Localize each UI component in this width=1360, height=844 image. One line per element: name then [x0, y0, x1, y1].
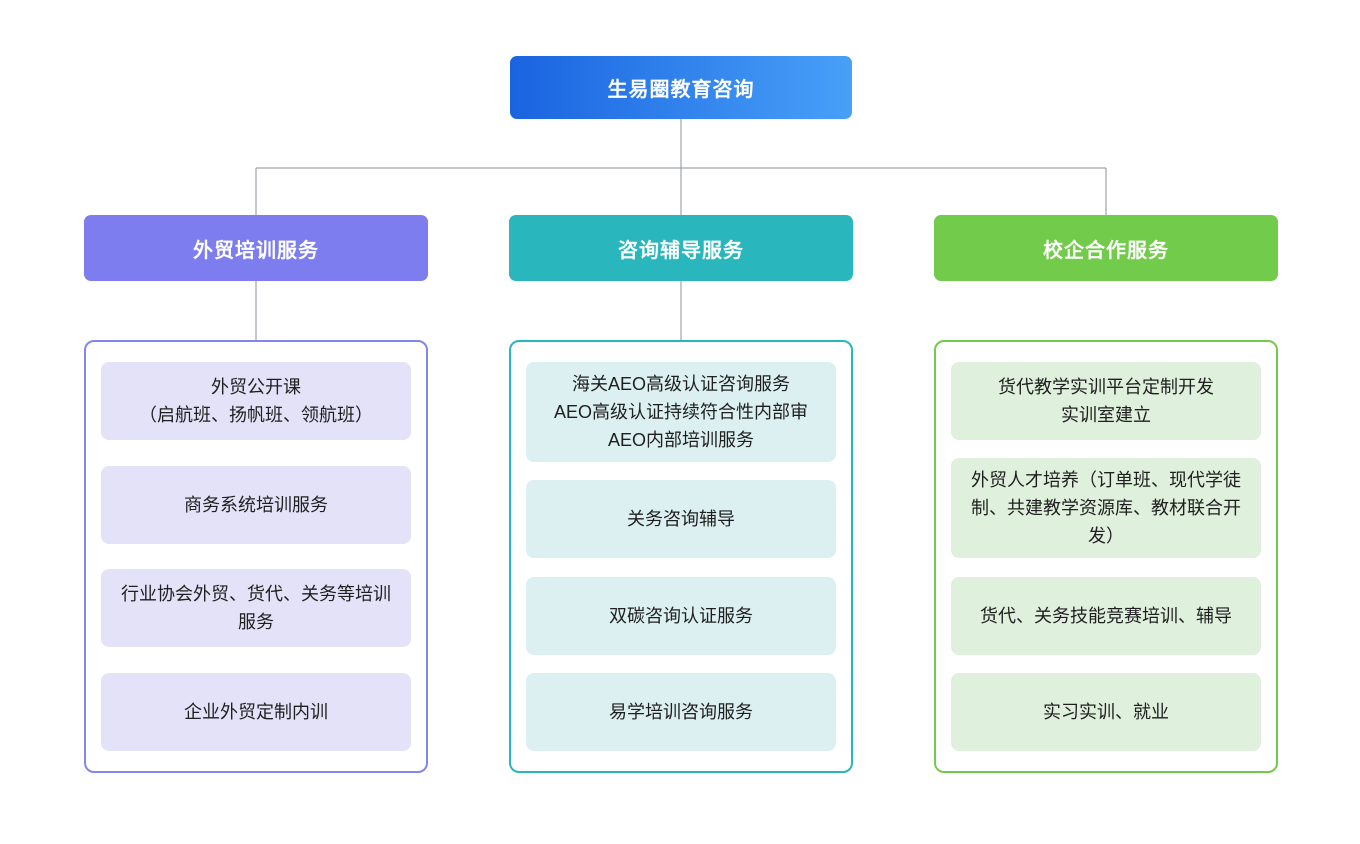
branch-item[interactable]: 外贸人才培养（订单班、现代学徒制、共建教学资源库、教材联合开发）	[951, 458, 1261, 559]
branch-container-consulting: 海关AEO高级认证咨询服务 AEO高级认证持续符合性内部审 AEO内部培训服务 …	[509, 340, 853, 773]
branch-trade-training: 外贸培训服务 外贸公开课 （启航班、扬帆班、领航班） 商务系统培训服务 行业协会…	[84, 215, 428, 773]
root-node[interactable]: 生易圈教育咨询	[510, 56, 852, 119]
branch-item[interactable]: 行业协会外贸、货代、关务等培训服务	[101, 569, 411, 648]
branch-container-school-enterprise: 货代教学实训平台定制开发 实训室建立 外贸人才培养（订单班、现代学徒制、共建教学…	[934, 340, 1278, 773]
branch-item[interactable]: 实习实训、就业	[951, 672, 1261, 751]
branch-item[interactable]: 易学培训咨询服务	[526, 672, 836, 751]
branch-item[interactable]: 货代教学实训平台定制开发 实训室建立	[951, 362, 1261, 440]
branch-item[interactable]: 海关AEO高级认证咨询服务 AEO高级认证持续符合性内部审 AEO内部培训服务	[526, 362, 836, 462]
branch-item[interactable]: 双碳咨询认证服务	[526, 576, 836, 655]
branch-header-label: 外贸培训服务	[193, 239, 319, 262]
branch-header-consulting[interactable]: 咨询辅导服务	[509, 215, 853, 281]
branch-item[interactable]: 企业外贸定制内训	[101, 672, 411, 751]
branch-school-enterprise: 校企合作服务 货代教学实训平台定制开发 实训室建立 外贸人才培养（订单班、现代学…	[934, 215, 1278, 773]
branch-item[interactable]: 外贸公开课 （启航班、扬帆班、领航班）	[101, 362, 411, 440]
branch-item[interactable]: 关务咨询辅导	[526, 480, 836, 559]
branch-item[interactable]: 商务系统培训服务	[101, 465, 411, 544]
root-node-label: 生易圈教育咨询	[607, 79, 755, 101]
branch-header-label: 咨询辅导服务	[618, 239, 744, 262]
branch-item[interactable]: 货代、关务技能竞赛培训、辅导	[951, 576, 1261, 655]
branch-consulting: 咨询辅导服务 海关AEO高级认证咨询服务 AEO高级认证持续符合性内部审 AEO…	[509, 215, 853, 773]
branch-container-trade-training: 外贸公开课 （启航班、扬帆班、领航班） 商务系统培训服务 行业协会外贸、货代、关…	[84, 340, 428, 773]
branch-header-trade-training[interactable]: 外贸培训服务	[84, 215, 428, 281]
branch-header-label: 校企合作服务	[1043, 239, 1169, 262]
branch-header-school-enterprise[interactable]: 校企合作服务	[934, 215, 1278, 281]
